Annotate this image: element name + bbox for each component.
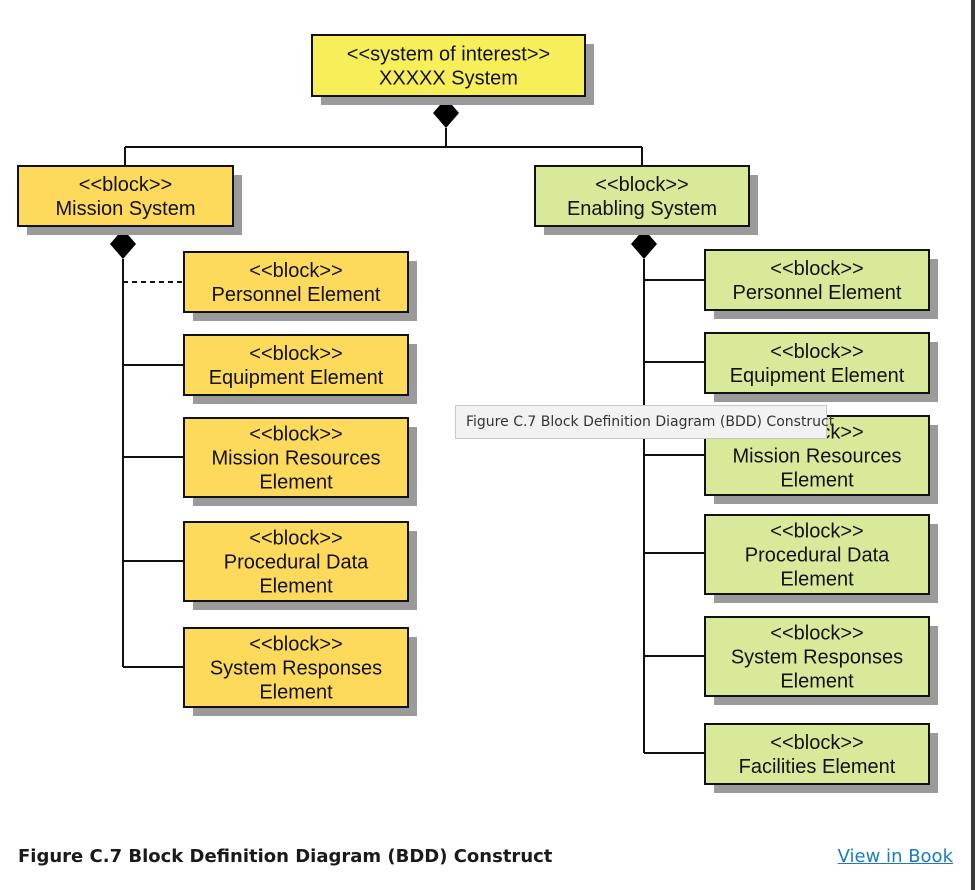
block-box	[704, 332, 930, 394]
block-label: Mission Resources	[733, 446, 902, 468]
block-box	[704, 723, 930, 785]
block-label: Element	[780, 470, 854, 492]
block-box	[183, 334, 409, 396]
block-box	[704, 514, 930, 595]
composition-diamond	[433, 98, 459, 128]
block-label: Personnel Element	[212, 284, 381, 306]
block-stereotype: <<block>>	[249, 260, 342, 282]
block-label: XXXXX System	[379, 68, 518, 90]
block-box	[183, 417, 409, 498]
block-label: Enabling System	[567, 198, 717, 220]
block-box	[704, 616, 930, 697]
block-label: Equipment Element	[209, 367, 384, 389]
composition-diamond	[631, 229, 657, 259]
block-stereotype: <<block>>	[79, 174, 172, 196]
enabling-child-block: <<block>>Equipment Element	[704, 332, 938, 402]
block-stereotype: <<block>>	[770, 623, 863, 645]
block-label: Mission System	[55, 198, 195, 220]
mission-system-block: <<block>>Mission System	[17, 165, 242, 235]
block-stereotype: <<system of interest>>	[347, 44, 550, 66]
root-block: <<system of interest>>XXXXX System	[311, 34, 594, 105]
block-box	[534, 165, 750, 227]
block-box	[17, 165, 234, 227]
block-stereotype: <<block>>	[770, 732, 863, 754]
enabling-child-block: <<block>>Personnel Element	[704, 249, 938, 319]
block-box	[183, 251, 409, 313]
block-stereotype: <<block>>	[249, 343, 342, 365]
block-label: Personnel Element	[733, 282, 902, 304]
scrollbar[interactable]	[971, 0, 975, 890]
block-box	[704, 249, 930, 311]
enabling-system-block: <<block>>Enabling System	[534, 165, 758, 235]
block-box	[183, 521, 409, 602]
block-label: Procedural Data	[745, 545, 890, 567]
block-label: Element	[780, 569, 854, 591]
figure-tooltip: Figure C.7 Block Definition Diagram (BDD…	[455, 405, 834, 439]
block-label: Facilities Element	[739, 756, 896, 778]
block-label: Element	[259, 682, 333, 704]
figure-caption: Figure C.7 Block Definition Diagram (BDD…	[18, 846, 553, 867]
block-label: Element	[259, 576, 333, 598]
block-stereotype: <<block>>	[249, 528, 342, 550]
mission-child-block: <<block>>Personnel Element	[183, 251, 417, 321]
block-label: Mission Resources	[212, 448, 381, 470]
enabling-child-block: <<block>>Facilities Element	[704, 723, 938, 793]
block-label: Procedural Data	[224, 552, 369, 574]
block-box	[183, 627, 409, 708]
bdd-diagram: <<system of interest>>XXXXX System <<bloc…	[17, 34, 938, 793]
block-stereotype: <<block>>	[770, 258, 863, 280]
block-stereotype: <<block>>	[249, 634, 342, 656]
block-box	[311, 34, 586, 97]
block-stereotype: <<block>>	[770, 521, 863, 543]
mission-child-block: <<block>>Equipment Element	[183, 334, 417, 404]
block-label: Equipment Element	[730, 365, 905, 387]
block-label: Element	[259, 472, 333, 494]
view-in-book-link[interactable]: View in Book	[837, 846, 953, 867]
block-stereotype: <<block>>	[770, 341, 863, 363]
block-stereotype: <<block>>	[249, 424, 342, 446]
block-label: System Responses	[210, 658, 382, 680]
block-label: System Responses	[731, 647, 903, 669]
block-stereotype: <<block>>	[595, 174, 688, 196]
composition-diamond	[110, 229, 136, 259]
block-label: Element	[780, 671, 854, 693]
